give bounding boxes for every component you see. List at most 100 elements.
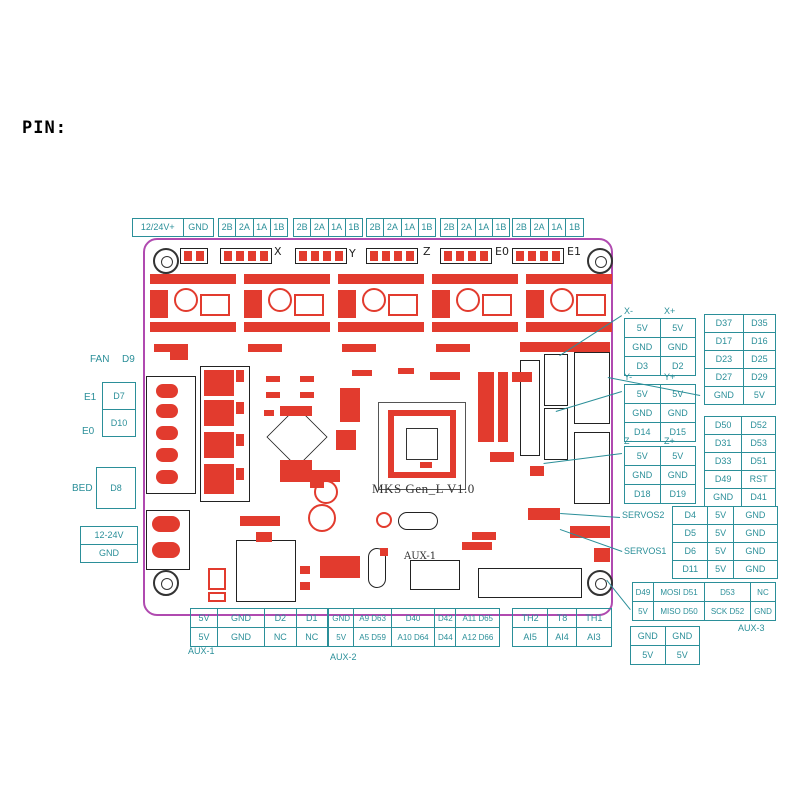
thermistor-cell: TH1	[575, 608, 613, 628]
exp1-cell: D29	[742, 368, 777, 387]
servo-header	[528, 508, 560, 520]
aux3-power-cell: 5V	[664, 645, 700, 665]
mosfet-tab-2	[236, 402, 244, 414]
thermistor-cell: TH2	[511, 608, 549, 628]
mcu-outline	[378, 402, 466, 490]
driver-pad-sub	[436, 344, 470, 352]
terminal-pad-5	[156, 470, 178, 484]
usb-pad-1	[208, 568, 226, 590]
bed-pin: D8	[96, 467, 136, 509]
mosfet-2	[204, 400, 234, 426]
servo-header-2	[570, 526, 610, 538]
exp-header-1	[574, 352, 610, 424]
motor-header-pin	[335, 251, 343, 261]
e1-label: E1	[84, 392, 97, 403]
page-title: PIN:	[22, 118, 67, 138]
aux2-cell: 5V	[327, 627, 355, 647]
endstop-y-cell: D14	[624, 422, 661, 442]
exp2-cell: D33	[703, 452, 743, 471]
mosfet-tab-4	[236, 468, 244, 480]
e1-pin: D7	[102, 382, 136, 410]
exp1-cell: D25	[742, 350, 777, 369]
aux3-cell: 5V	[632, 601, 654, 621]
endstop-x-cell: D2	[659, 356, 696, 376]
exp2-cell: D49	[703, 470, 743, 489]
exp2-cell: D50	[703, 416, 743, 435]
driver-pot	[362, 288, 386, 312]
endstop-header-x	[544, 354, 568, 406]
motor-pin: 1B	[269, 218, 289, 237]
exp2-cell: D53	[741, 434, 776, 453]
aux3-label: AUX-3	[738, 623, 765, 633]
servo-cell: D6	[671, 542, 709, 561]
motor-pin: 1A	[547, 218, 567, 237]
fan-pin: D9	[122, 354, 135, 365]
aux1-header	[410, 560, 460, 590]
smd-pad	[240, 516, 280, 526]
motor-pin: 2A	[310, 218, 329, 237]
smd-pad	[320, 556, 360, 578]
endstop-z-cell: 5V	[659, 446, 696, 466]
endstop-z-cell: D18	[624, 484, 661, 504]
exp2-cell: D52	[741, 416, 776, 435]
terminal-pad-4	[156, 448, 178, 462]
aux3-cell: GND	[749, 601, 777, 621]
endstop-y-cell: GND	[659, 403, 696, 423]
endstop-y-cell: GND	[624, 403, 661, 423]
fan-label: FAN	[90, 354, 110, 365]
exp1-cell: GND	[704, 386, 744, 405]
motor-pin: 1B	[491, 218, 511, 237]
exp1-cell: 5V	[742, 386, 777, 405]
power-header	[180, 248, 208, 264]
motor-header	[440, 248, 492, 264]
smd-pad	[256, 532, 272, 542]
servo-cell: 5V	[707, 542, 734, 561]
driver-pad-bottom	[432, 322, 518, 332]
aux2-cell: A9 D63	[353, 608, 392, 628]
smd-pad	[462, 542, 492, 550]
motor-header-pin	[552, 251, 560, 261]
thermistor-cell: AI5	[511, 627, 549, 647]
driver-pad-row	[244, 274, 330, 284]
driver-pot	[174, 288, 198, 312]
motor-pin: 2A	[235, 218, 254, 237]
terminal-block-left	[146, 376, 196, 494]
exp2-cell: D51	[741, 452, 776, 471]
mosfet-tab-3	[236, 434, 244, 446]
motor-header-pin	[236, 251, 244, 261]
mosfet-tab-1	[236, 370, 244, 382]
servos2-label: SERVOS2	[622, 510, 665, 520]
endstop-x-cell: 5V	[659, 318, 696, 338]
mcu-chip	[388, 410, 456, 478]
motor-pin: 2A	[457, 218, 476, 237]
smd-pad	[512, 372, 532, 382]
exp2-cell: RST	[741, 470, 776, 489]
motor-pin: 1A	[474, 218, 493, 237]
exp2-cell: D31	[703, 434, 743, 453]
thermistor-cell: AI3	[575, 627, 613, 647]
aux1-cell: D2	[264, 608, 297, 628]
driver-pad-bottom	[150, 322, 236, 332]
smd-pad	[478, 372, 494, 442]
driver-pad-sub	[342, 344, 376, 352]
usb-connector	[236, 540, 296, 602]
smd-pad	[266, 392, 280, 398]
power-top-vplus: 12/24V+	[132, 218, 184, 237]
smd-pad	[498, 372, 508, 442]
x-minus-label: X-	[624, 306, 633, 316]
smd-pad	[352, 370, 372, 376]
smd-pad	[520, 342, 610, 352]
driver-jumper	[482, 294, 512, 316]
e1-pin-table: D7 D10	[102, 382, 136, 437]
driver-jumper	[388, 294, 418, 316]
smd-pad	[380, 548, 388, 556]
smd-pad	[336, 430, 356, 450]
driver-pad-row	[526, 274, 612, 284]
smd-pad	[430, 372, 460, 380]
